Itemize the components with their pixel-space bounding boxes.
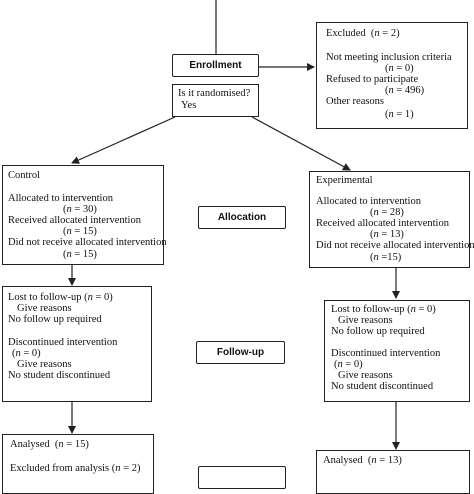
stage-allocation-label: Allocation (217, 212, 267, 223)
excluded-refused: Refused to participate (326, 74, 419, 85)
control-give-reasons: Give reasons (17, 303, 72, 314)
randomised-answer: Yes (181, 100, 197, 111)
stage-enrollment: Enrollment (172, 54, 259, 77)
arrow-to-experimental (251, 116, 351, 171)
stage-analysis (198, 466, 286, 489)
control-excluded-analysis: Excluded from analysis (n = 2) (10, 463, 141, 474)
excluded-not-meeting: Not meeting inclusion criteria (326, 52, 452, 63)
experimental-discontinued-n: (n = 0) (334, 359, 363, 370)
control-not-received-n: (n = 15) (63, 249, 97, 260)
flow-arrows (68, 0, 400, 450)
experimental-received-n: (n = 13) (370, 229, 404, 240)
control-title: Control (8, 170, 41, 181)
stage-followup-label: Follow-up (216, 347, 265, 358)
experimental-analysed: Analysed (n = 13) (323, 455, 402, 466)
experimental-give-reasons-2: Give reasons (338, 370, 393, 381)
control-allocation-box: Control Allocated to intervention (n = 3… (2, 165, 167, 265)
excluded-not-meeting-n: (n = 0) (385, 63, 414, 74)
excluded-box: Excluded (n = 2) Not meeting inclusion c… (316, 22, 468, 129)
experimental-title: Experimental (316, 175, 373, 186)
arrow-to-control (71, 116, 176, 164)
control-received: Received allocated intervention (8, 215, 141, 226)
experimental-not-received: Did not receive allocated intervention (316, 240, 474, 251)
stage-enrollment-label: Enrollment (189, 60, 242, 71)
control-not-received: Did not receive allocated intervention (8, 237, 167, 248)
control-allocated-n: (n = 30) (63, 204, 97, 215)
control-no-student: No student discontinued (8, 370, 111, 381)
experimental-no-student: No student discontinued (331, 381, 434, 392)
excluded-title: Excluded (n = 2) (326, 28, 400, 39)
experimental-lost: Lost to follow-up (n = 0) (331, 304, 436, 315)
experimental-followup-box: Lost to follow-up (n = 0) Give reasons N… (324, 300, 470, 402)
experimental-allocated: Allocated to intervention (316, 196, 421, 207)
experimental-no-followup: No follow up required (331, 326, 425, 337)
experimental-not-received-n: (n =15) (370, 252, 402, 263)
experimental-discontinued: Discontinued intervention (331, 348, 441, 359)
excluded-other: Other reasons (326, 96, 385, 107)
stage-followup: Follow-up (196, 341, 285, 364)
control-followup-box: Lost to follow-up (n = 0) Give reasons N… (2, 286, 152, 402)
control-received-n: (n = 15) (63, 226, 97, 237)
experimental-received: Received allocated intervention (316, 218, 449, 229)
control-discontinued: Discontinued intervention (8, 337, 118, 348)
control-give-reasons-2: Give reasons (17, 359, 72, 370)
stage-allocation: Allocation (198, 206, 286, 229)
control-analysed: Analysed (n = 15) (10, 439, 89, 450)
control-discontinued-n: (n = 0) (12, 348, 41, 359)
control-analysis-box: Analysed (n = 15) Excluded from analysis… (2, 434, 154, 494)
control-allocated: Allocated to intervention (8, 193, 113, 204)
experimental-allocated-n: (n = 28) (370, 207, 404, 218)
experimental-allocation-box: Experimental Allocated to intervention (… (309, 171, 474, 268)
randomised-box: Is it randomised? Yes (172, 84, 259, 117)
excluded-other-n: (n = 1) (385, 109, 414, 120)
control-no-followup: No follow up required (8, 314, 102, 325)
experimental-give-reasons: Give reasons (338, 315, 393, 326)
control-lost: Lost to follow-up (n = 0) (8, 292, 113, 303)
experimental-analysis-box: Analysed (n = 13) (316, 450, 470, 494)
excluded-refused-n: (n = 496) (385, 85, 425, 96)
randomised-question: Is it randomised? (178, 88, 251, 99)
